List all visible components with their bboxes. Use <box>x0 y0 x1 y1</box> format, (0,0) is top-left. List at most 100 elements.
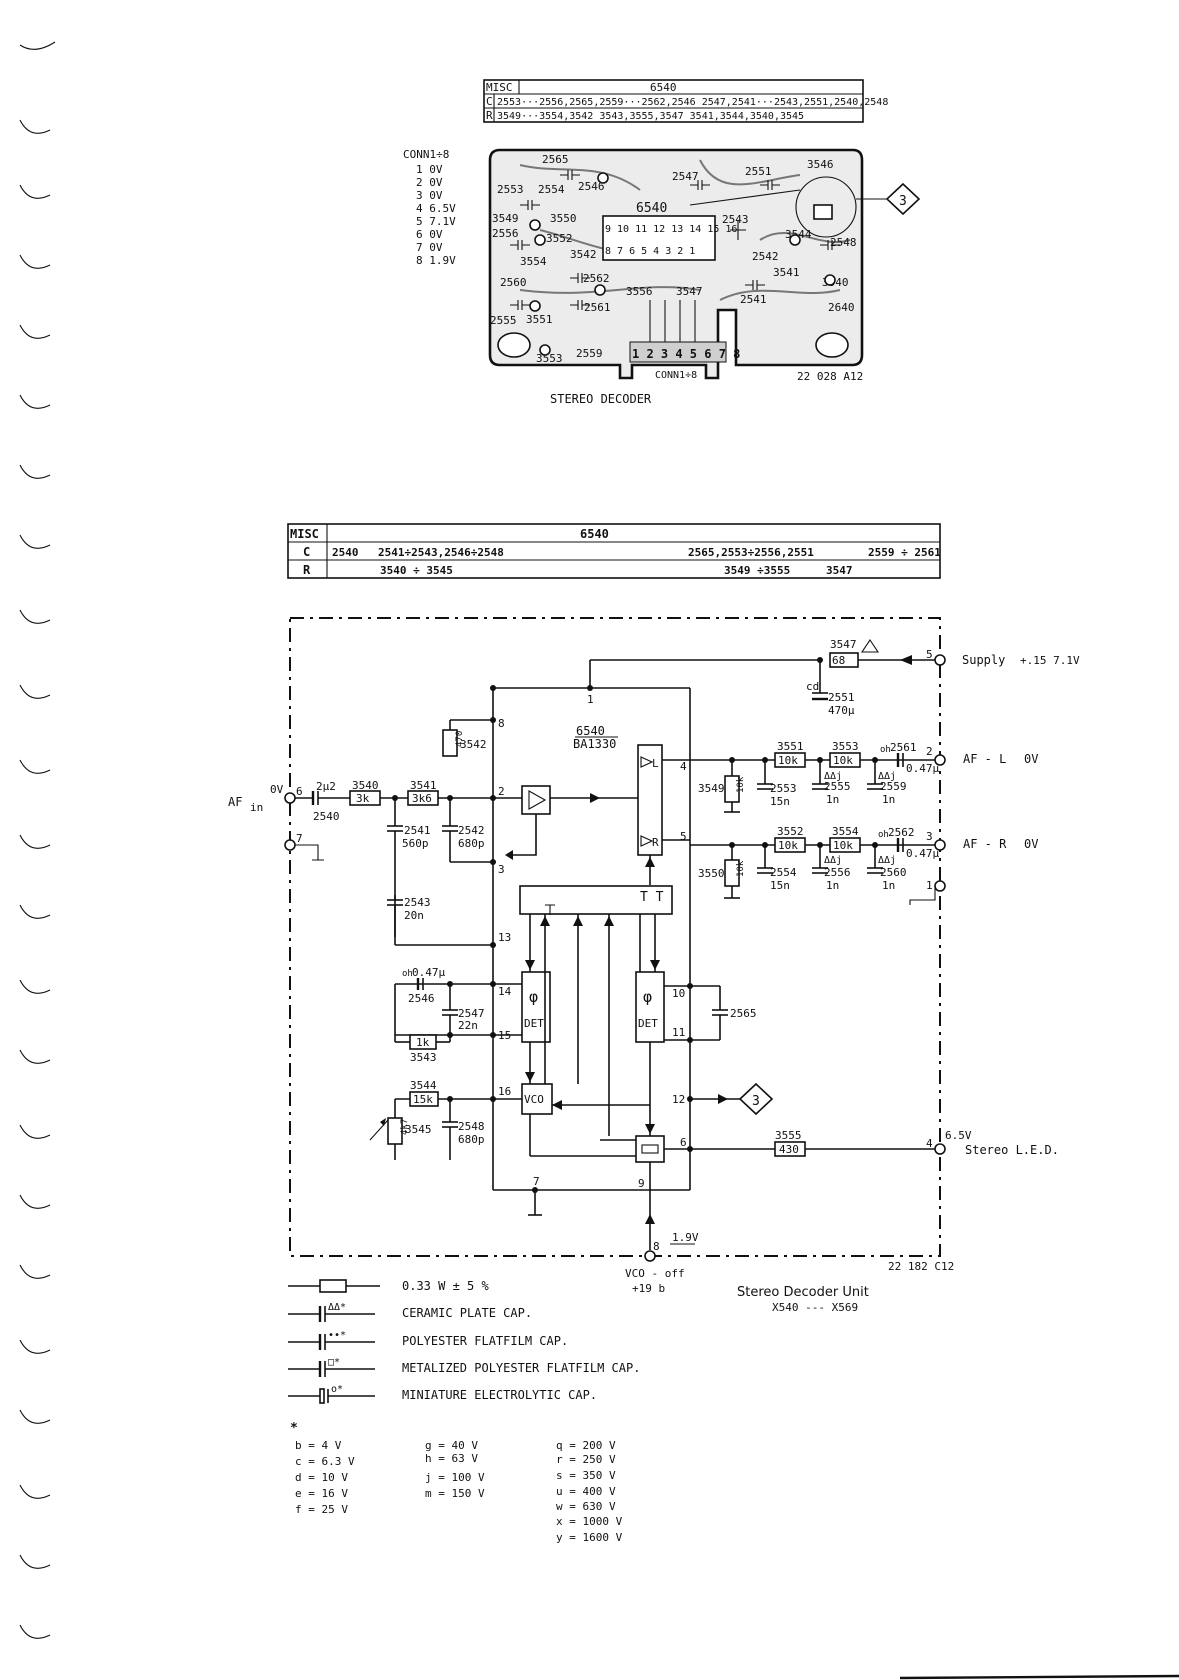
resistor-3552 <box>774 837 806 853</box>
ic-name: 6540 <box>576 724 605 738</box>
cap-type-mark: oh <box>880 745 891 755</box>
legend-polyester-cap: POLYESTER FLATFILM CAP. <box>402 1334 568 1348</box>
t-block-label: T T <box>640 890 664 905</box>
resistor-value: 430 <box>779 1143 799 1156</box>
component-ref: 3544 <box>410 1079 437 1092</box>
schematic-diagram: 6540 BA1330 1 8 68 3547 cd 2551 470μ 5 S… <box>228 617 1080 1314</box>
component-ref: 2562 <box>888 826 915 839</box>
voltage-code: r = 250 V <box>556 1453 616 1466</box>
resistor-value: 10k <box>833 839 853 852</box>
stereo-switch <box>635 1135 665 1163</box>
table-header-misc: MISC <box>290 527 319 541</box>
table-row-value: 3549···3554,3542 3543,3555,3547 3541,354… <box>497 111 804 122</box>
voltage-code: x = 1000 V <box>556 1515 623 1528</box>
component-ref: 2560 <box>880 866 907 879</box>
pin-number: 2 <box>498 785 505 798</box>
cap-symbol-mark: ΔΔ* <box>328 1302 346 1313</box>
component-ref: 2540 <box>313 810 340 823</box>
terminal-af-in <box>284 792 296 804</box>
component-ref: 3549 <box>698 782 725 795</box>
component-value: 560p <box>402 837 429 850</box>
stereo-led-label: Stereo L.E.D. <box>965 1143 1059 1157</box>
table-header-ic: 6540 <box>650 81 677 94</box>
component-ref: 3545 <box>405 1123 432 1136</box>
channel-l: L <box>652 757 659 770</box>
cap-symbol-mark: ••* <box>328 1330 346 1341</box>
unit-range: X540 --- X569 <box>772 1301 858 1314</box>
table-cell: 3547 <box>826 564 853 577</box>
resistor-value: 3k <box>356 792 370 805</box>
conn-pin: 5 7.1V <box>416 215 456 228</box>
pin-number: 1 <box>587 693 594 706</box>
component-ref: 3551 <box>777 740 804 753</box>
pcb-ic-pins-top: 9 10 11 12 13 14 15 16 <box>605 224 737 235</box>
terminal-vco-off <box>644 1250 656 1262</box>
resistor-value: 68 <box>832 654 845 667</box>
component-ref: 3550 <box>698 867 725 880</box>
pin-number: 5 <box>926 648 933 661</box>
component-ref: 3547 <box>830 638 857 651</box>
resistor-value: 1k <box>416 1036 430 1049</box>
component-ref: 2554 <box>770 866 797 879</box>
pcb-layout: 6540 9 10 11 12 13 14 15 16 8 7 6 5 4 3 … <box>488 148 921 406</box>
cap-type-mark: ΔΔj <box>824 771 842 782</box>
component-value: 1n <box>826 793 839 806</box>
vco-off-label: VCO - off <box>625 1267 685 1280</box>
pcb-connector-pins: 1 2 3 4 5 6 7 8 <box>632 347 740 361</box>
component-value: 15n <box>770 795 790 808</box>
resistor-value: 10k <box>833 754 853 767</box>
conn-pin: 1 0V <box>416 163 443 176</box>
pcb-component-label: 3553 <box>536 352 563 365</box>
resistor-value: 10k <box>736 776 746 793</box>
ic-type: BA1330 <box>573 737 616 751</box>
component-ref: 2559 <box>880 780 907 793</box>
t-block <box>519 885 673 915</box>
vco-label: VCO <box>524 1093 544 1106</box>
pcb-board-code: 22 028 A12 <box>797 370 863 383</box>
table-row-label: R <box>303 563 311 577</box>
pcb-component-label: 3542 <box>570 248 597 261</box>
component-ref: 3543 <box>410 1051 437 1064</box>
pcb-component-label: 2556 <box>492 227 519 240</box>
table-cell: 2540 <box>332 546 359 559</box>
resistor-3551 <box>774 752 806 768</box>
pcb-component-label: 3552 <box>546 232 573 245</box>
component-ref: 2561 <box>890 741 917 754</box>
conn-list-title: CONN1÷8 <box>403 148 449 161</box>
component-ref: 3555 <box>775 1129 802 1142</box>
pcb-component-label: 2640 <box>828 301 855 314</box>
pin-number: 7 <box>533 1175 540 1188</box>
legend-ceramic-cap: CERAMIC PLATE CAP. <box>402 1306 532 1320</box>
pcb-component-label: 2546 <box>578 180 605 193</box>
pcb-ic-label: 6540 <box>636 201 667 216</box>
voltage-legend-star: * <box>290 1421 298 1436</box>
legend-resistor: 0.33 W ± 5 % <box>402 1279 489 1293</box>
component-ref: 2541 <box>404 824 431 837</box>
pcb-component-label: 3550 <box>550 212 577 225</box>
supply-value: +.15 7.1V <box>1020 654 1080 667</box>
component-value: 20n <box>404 909 424 922</box>
resistor-value: 10k <box>736 860 746 877</box>
component-ref: 2546 <box>408 992 435 1005</box>
terminal-af-r <box>934 839 946 851</box>
resistor-3553 <box>829 752 861 768</box>
pcb-component-label: 2565 <box>542 153 569 166</box>
component-ref: 2543 <box>404 896 431 909</box>
conn-pin: 8 1.9V <box>416 254 456 267</box>
table-cell: 3540 ÷ 3545 <box>380 564 453 577</box>
resistor-3544 <box>409 1091 439 1107</box>
drawing-code: 22 182 C12 <box>888 1260 954 1273</box>
resistor-value: 10k <box>778 839 798 852</box>
binder-marks <box>19 41 56 1639</box>
pcb-component-label: 2562 <box>583 272 610 285</box>
resistor-value: 4k7 <box>400 1119 410 1135</box>
component-ref: 3540 <box>352 779 379 792</box>
component-value: 15n <box>770 879 790 892</box>
resistor-3542 <box>442 729 458 757</box>
pin-number: 2 <box>926 745 933 758</box>
unit-title: Stereo Decoder Unit <box>737 1285 869 1300</box>
table-cell: 3549 ÷3555 <box>724 564 790 577</box>
component-value: 22n <box>458 1019 478 1032</box>
pcb-component-label: 3556 <box>626 285 653 298</box>
pcb-component-label: 2551 <box>745 165 772 178</box>
